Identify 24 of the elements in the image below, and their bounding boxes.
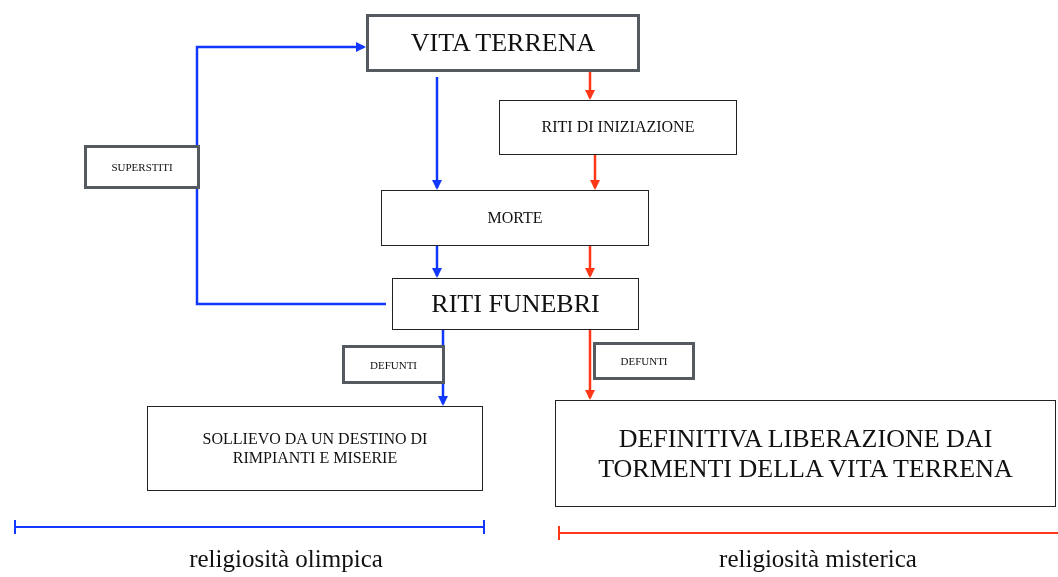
arrow [585, 246, 595, 278]
arrow [432, 77, 442, 190]
edge-label: SUPERSTITI [84, 145, 200, 189]
process-box [147, 406, 483, 491]
edge-label: DEFUNTI [342, 345, 445, 384]
node-text: RITI FUNEBRI [431, 289, 600, 319]
caption-label: religiosità olimpica [189, 545, 383, 573]
arrow [590, 155, 600, 190]
process-box [392, 278, 639, 330]
node-text: MORTE [487, 208, 543, 228]
process-box [499, 100, 737, 155]
arrow [585, 330, 595, 400]
arrow [195, 42, 386, 306]
node-text: RITI DI INIZIAZIONE [541, 118, 695, 137]
node-text: VITA TERRENA [410, 28, 596, 58]
process-box [555, 400, 1056, 507]
process-box [381, 190, 649, 246]
node-text: DEFINITIVA LIBERAZIONE DAI TORMENTI DELLA VITA TERRENA [597, 423, 1014, 484]
arrow [585, 72, 595, 100]
arrow [432, 246, 442, 278]
caption-label: religiosità misterica [719, 545, 917, 573]
process-box [366, 14, 640, 72]
edge-label: DEFUNTI [593, 342, 695, 380]
node-text: SOLLIEVO DA UN DESTINO DI RIMPIANTI E MISERIE [201, 430, 429, 467]
